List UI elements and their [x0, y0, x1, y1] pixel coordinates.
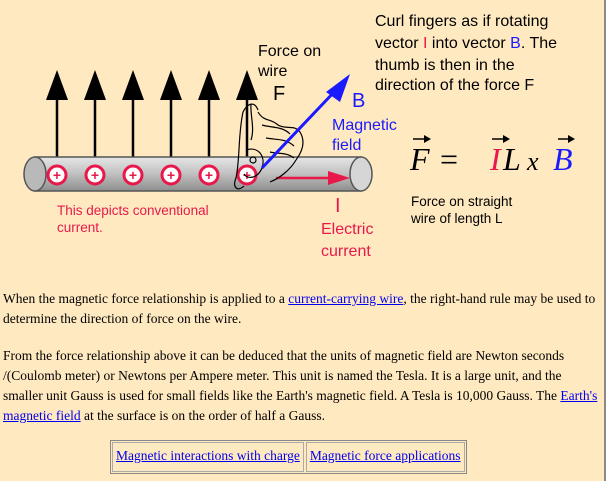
wire-cylinder: [23, 156, 373, 192]
nav-cell: Magnetic interactions with charge: [112, 442, 304, 472]
svg-text:+: +: [243, 167, 251, 183]
svg-text:+: +: [167, 167, 175, 183]
paragraph-text: From the force relationship above it can…: [3, 348, 565, 403]
current-arrow: [276, 171, 350, 185]
charge: +: [46, 164, 68, 186]
magnetic-force-applications-link[interactable]: Magnetic force applications: [309, 448, 461, 463]
instruction-text: Curl fingers as if rotating vector I int…: [375, 13, 561, 94]
window-border: [604, 0, 606, 481]
charge: +: [84, 164, 106, 186]
svg-text:+: +: [91, 167, 99, 183]
svg-text:=: =: [440, 141, 458, 177]
force-symbol: F: [273, 83, 285, 105]
b-label: B: [352, 90, 365, 112]
paragraph-units: From the force relationship above it can…: [3, 346, 601, 426]
field-arrows: [46, 70, 258, 168]
charge: +: [160, 164, 182, 186]
right-hand-rule-diagram: + + + + + + Force on wire F B Magnetic f…: [23, 13, 575, 260]
svg-text:L: L: [502, 141, 521, 177]
navigation-links: Magnetic interactions with charge Magnet…: [110, 440, 467, 474]
charge: +: [236, 164, 258, 186]
electric-current-label: Electric current: [321, 221, 378, 260]
svg-text:F: F: [409, 141, 430, 177]
paragraph-text: When the magnetic force relationship is …: [3, 291, 289, 306]
paragraph-right-hand-rule: When the magnetic force relationship is …: [3, 289, 601, 329]
vector-arrows: [413, 135, 575, 143]
svg-text:+: +: [205, 167, 213, 183]
magnetic-interactions-link[interactable]: Magnetic interactions with charge: [116, 448, 300, 463]
charge: +: [122, 164, 144, 186]
conventional-current-label: This depicts conventional current.: [57, 203, 212, 235]
nav-cell: Magnetic force applications: [305, 442, 465, 472]
charge: +: [198, 164, 220, 186]
formula-caption: Force on straight wire of length L: [410, 194, 516, 226]
force-formula: F = I L x B: [409, 141, 573, 177]
paragraph-text: , the right-hand rule may be used to det…: [3, 291, 596, 326]
paragraph-text: at the surface is on the order of half a…: [80, 408, 326, 423]
current-carrying-wire-link[interactable]: current-carrying wire: [288, 291, 404, 306]
svg-text:+: +: [53, 167, 61, 183]
b-vector-arrow: [260, 74, 350, 170]
i-label: I: [335, 195, 341, 217]
svg-text:+: +: [129, 167, 137, 183]
svg-text:x: x: [526, 147, 539, 176]
earth-magnetic-field-link[interactable]: Earth's magnetic field: [3, 388, 598, 423]
charges: + + + + + +: [46, 164, 258, 186]
svg-text:I: I: [489, 141, 502, 177]
svg-text:B: B: [553, 141, 573, 177]
force-label: Force on wire: [257, 43, 326, 80]
magnetic-field-label: Magnetic field: [332, 117, 401, 154]
